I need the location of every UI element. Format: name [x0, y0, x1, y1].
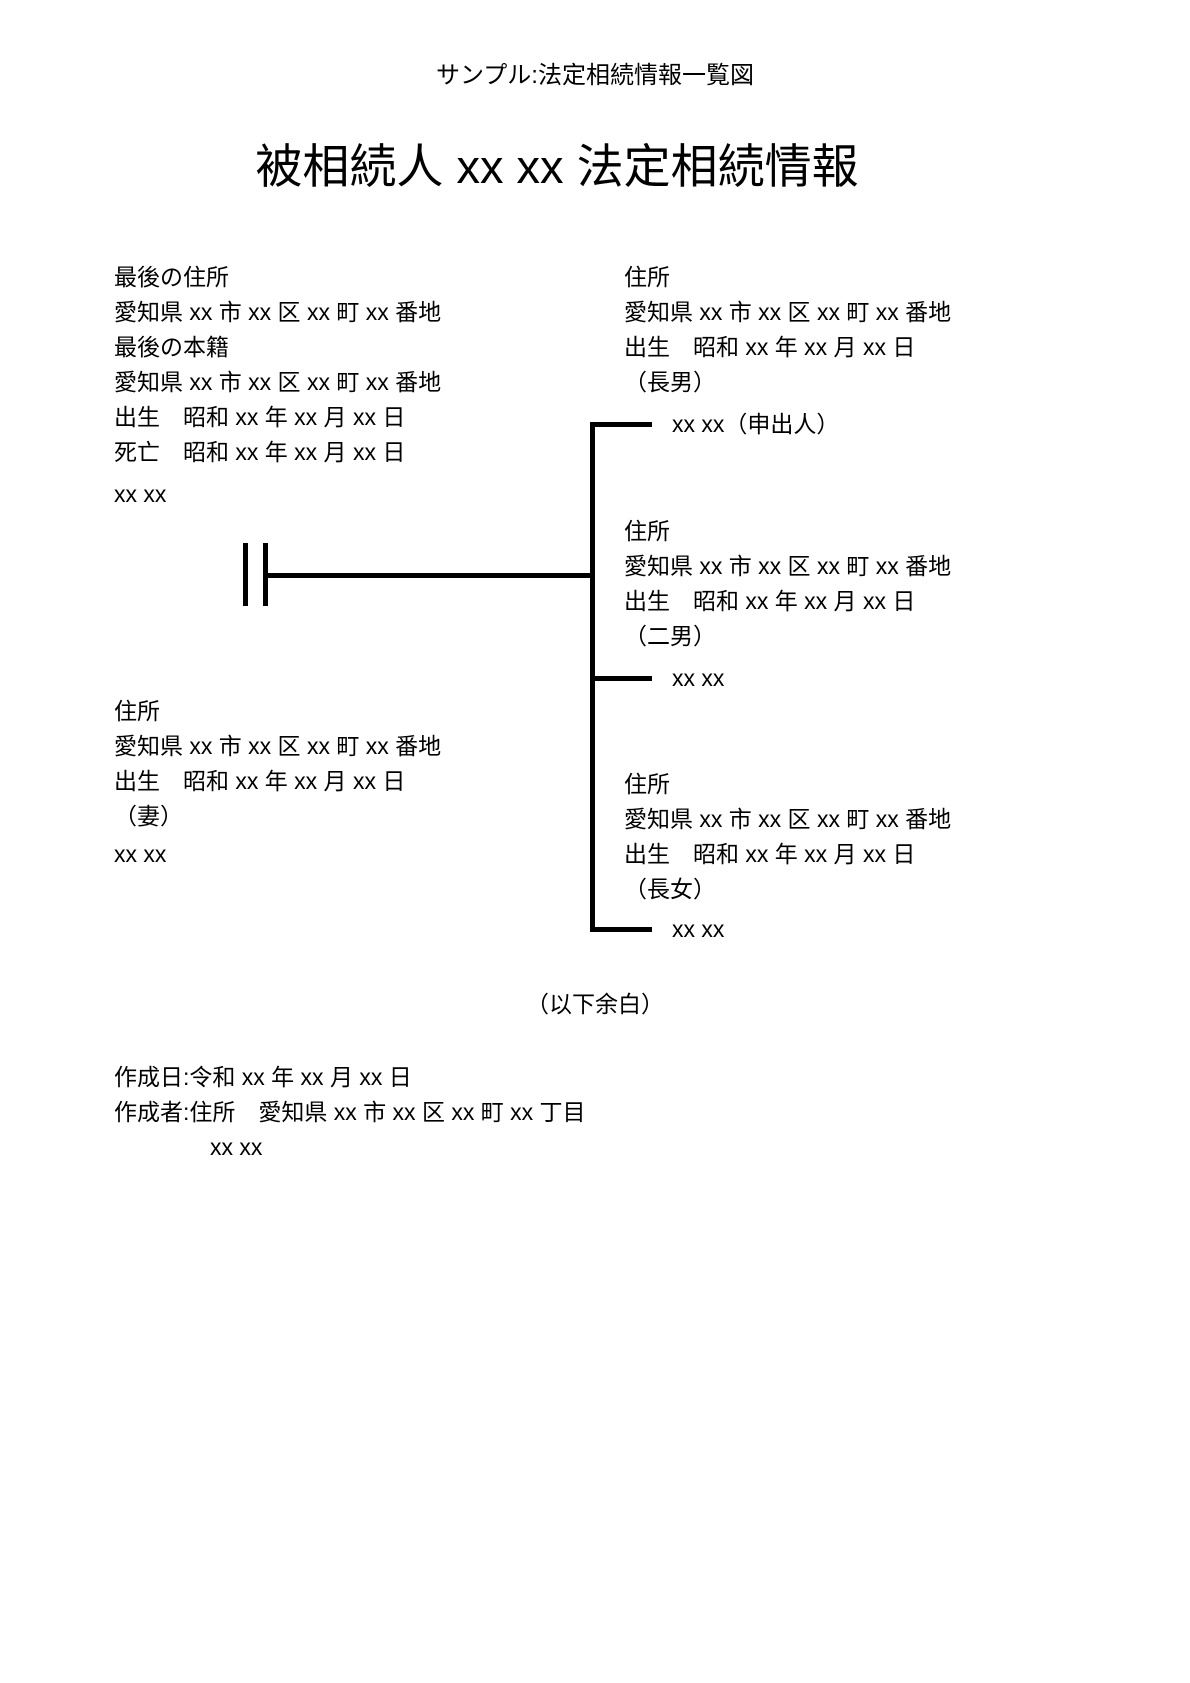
marriage-double-bar-left [243, 543, 248, 606]
child3-name: xx xx [672, 916, 725, 942]
page-title: 被相続人 xx xx 法定相続情報 [255, 140, 859, 193]
footer-block: 作成日:令和 xx 年 xx 月 xx 日 作成者:住所 愛知県 xx 市 xx… [114, 1060, 586, 1165]
spouse-birth-date: 出生 昭和 xx 年 xx 月 xx 日 [114, 768, 406, 794]
marriage-horizontal-line [266, 573, 592, 578]
child1-info-block: 住所 愛知県 xx 市 xx 区 xx 町 xx 番地 出生 昭和 xx 年 x… [624, 260, 951, 400]
child3-branch-line [595, 927, 652, 932]
decedent-death-date: 死亡 昭和 xx 年 xx 月 xx 日 [114, 439, 406, 465]
decedent-name: xx xx [114, 481, 167, 507]
child3-address: 愛知県 xx 市 xx 区 xx 町 xx 番地 [624, 806, 952, 832]
sample-note: サンプル:法定相続情報一覧図 [436, 62, 754, 89]
child1-branch-line [595, 422, 652, 427]
spouse-name: xx xx [114, 841, 167, 867]
created-by-name: xx xx [210, 1134, 263, 1160]
marriage-double-bar-right [263, 543, 268, 606]
child2-address: 愛知県 xx 市 xx 区 xx 町 xx 番地 [624, 553, 952, 579]
child3-info-block: 住所 愛知県 xx 市 xx 区 xx 町 xx 番地 出生 昭和 xx 年 x… [624, 767, 951, 907]
blank-below-note: （以下余白） [526, 991, 664, 1017]
child2-name: xx xx [672, 665, 725, 691]
decedent-info-block: 最後の住所 愛知県 xx 市 xx 区 xx 町 xx 番地 最後の本籍 愛知県… [114, 260, 441, 470]
decedent-birth-date: 出生 昭和 xx 年 xx 月 xx 日 [114, 404, 406, 430]
children-trunk-line [590, 422, 595, 932]
spouse-info-block: 住所 愛知県 xx 市 xx 区 xx 町 xx 番地 出生 昭和 xx 年 x… [114, 694, 441, 834]
child2-address-label: 住所 [624, 518, 670, 544]
child3-relation-label: （長女） [624, 876, 716, 902]
decedent-last-address-label: 最後の住所 [114, 264, 229, 290]
created-by-line: 作成者:住所 愛知県 xx 市 xx 区 xx 町 xx 丁目 [114, 1099, 586, 1125]
child2-birth-date: 出生 昭和 xx 年 xx 月 xx 日 [624, 588, 916, 614]
child2-info-block: 住所 愛知県 xx 市 xx 区 xx 町 xx 番地 出生 昭和 xx 年 x… [624, 514, 951, 654]
spouse-relation-label: （妻） [114, 803, 183, 829]
child2-relation-label: （二男） [624, 623, 716, 649]
child3-birth-date: 出生 昭和 xx 年 xx 月 xx 日 [624, 841, 916, 867]
spouse-address: 愛知県 xx 市 xx 区 xx 町 xx 番地 [114, 733, 442, 759]
child1-address: 愛知県 xx 市 xx 区 xx 町 xx 番地 [624, 299, 952, 325]
child1-relation-label: （長男） [624, 369, 716, 395]
child1-name: xx xx（申出人） [672, 411, 840, 437]
child3-address-label: 住所 [624, 771, 670, 797]
created-date-line: 作成日:令和 xx 年 xx 月 xx 日 [114, 1064, 412, 1090]
child1-birth-date: 出生 昭和 xx 年 xx 月 xx 日 [624, 334, 916, 360]
child2-branch-line [595, 676, 652, 681]
child1-address-label: 住所 [624, 264, 670, 290]
decedent-last-address: 愛知県 xx 市 xx 区 xx 町 xx 番地 [114, 299, 442, 325]
decedent-registered-domicile: 愛知県 xx 市 xx 区 xx 町 xx 番地 [114, 369, 442, 395]
decedent-registered-domicile-label: 最後の本籍 [114, 334, 229, 360]
spouse-address-label: 住所 [114, 698, 160, 724]
